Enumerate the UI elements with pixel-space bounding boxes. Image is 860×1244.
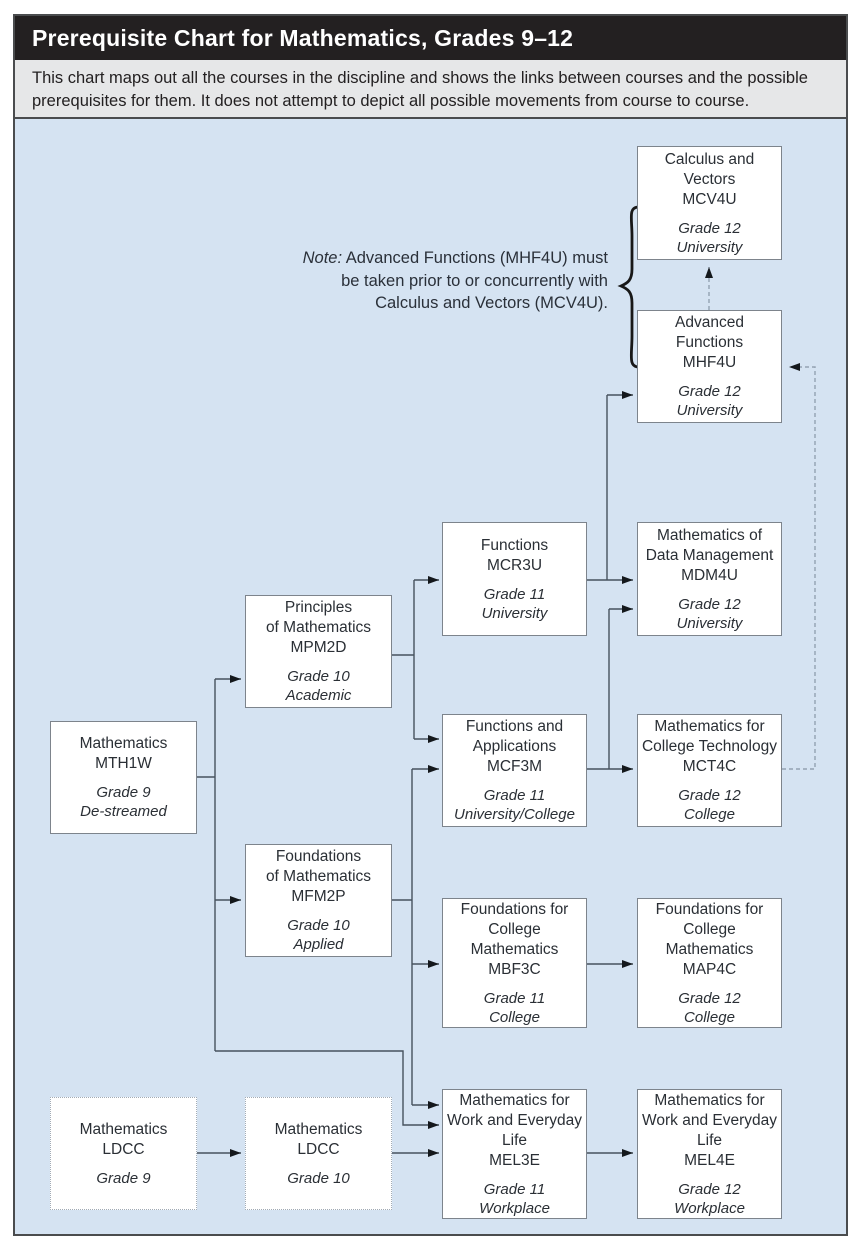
course-name: Mathematics [274,1120,363,1138]
course-box-mdm4u: Mathematics of Data Management MDM4U Gra… [637,522,782,636]
course-code: MAP4C [682,960,737,978]
prerequisite-chart-area: Note: Advanced Functions (MHF4U) must be… [15,119,846,1234]
course-box-ldcc-grade9: Mathematics LDCC Grade 9 [50,1097,197,1210]
course-box-mfm2p: Foundations of Mathematics MFM2P Grade 1… [245,844,392,957]
course-box-map4c: Foundations for College Mathematics MAP4… [637,898,782,1028]
course-box-mth1w: Mathematics MTH1W Grade 9 De-streamed [50,721,197,834]
note-line-3: Calculus and Vectors (MCV4U). [375,294,608,312]
course-box-mel3e: Mathematics for Work and Everyday Life M… [442,1089,587,1219]
course-code: MCR3U [486,556,543,574]
course-level: University [676,238,743,256]
chart-description: This chart maps out all the courses in t… [15,60,846,119]
course-level: University [676,614,743,632]
course-box-mbf3c: Foundations for College Mathematics MBF3… [442,898,587,1028]
course-grade: Grade 10 [287,917,350,934]
course-code: MBF3C [488,960,541,978]
course-box-mel4e: Mathematics for Work and Everyday Life M… [637,1089,782,1219]
course-code: LDCC [297,1140,340,1158]
note-brace [617,205,641,369]
course-name: Mathematics for Work and Everyday Life [642,1091,777,1149]
note-text: Note: Advanced Functions (MHF4U) must be… [268,247,608,315]
course-name: Mathematics of Data Management [645,526,774,564]
course-level: College [684,1008,735,1026]
course-box-mcf3m: Functions and Applications MCF3M Grade 1… [442,714,587,827]
course-level: Workplace [674,1199,745,1217]
connector-lines [197,205,816,1157]
page-title: Prerequisite Chart for Mathematics, Grad… [15,16,846,60]
course-level: College [684,806,735,823]
course-box-mct4c: Mathematics for College Technology MCT4C… [637,714,782,827]
course-level: Academic [285,687,352,704]
course-code: MCV4U [682,190,737,208]
course-name: Calculus and Vectors [664,150,755,188]
course-grade: Grade 9 [96,1169,151,1187]
course-name: Functions [480,536,549,554]
course-grade: Grade 11 [483,1180,546,1198]
course-grade: Grade 11 [483,787,546,804]
course-name: Principles of Mathematics [265,599,372,636]
dashed-arrow-mct4c-to-mhf4u [782,363,816,770]
course-name: Mathematics [79,1120,168,1138]
course-code: MDM4U [681,566,738,584]
connector-trunks [197,395,610,1105]
connector-arrows [197,391,633,1157]
course-box-mhf4u: Advanced Functions MHF4U Grade 12 Univers… [637,310,782,423]
course-code: MPM2D [290,639,347,656]
course-grade: Grade 11 [483,989,546,1007]
note-line-1: Note: Advanced Functions (MHF4U) must [302,249,608,267]
course-grade: Grade 10 [287,668,350,685]
course-level: Applied [293,936,344,953]
chart-frame: Prerequisite Chart for Mathematics, Grad… [13,14,848,1236]
course-grade: Grade 12 [678,787,741,804]
course-name: Mathematics for Work and Everyday Life [447,1091,582,1149]
course-name: Foundations for College Mathematics [655,900,764,958]
course-name: Mathematics for College Technology [641,718,777,755]
course-code: MFM2P [291,888,346,905]
course-code: MTH1W [95,755,152,772]
dashed-connectors [705,267,816,770]
course-grade: Grade 12 [678,383,741,400]
course-name: Mathematics [79,735,168,752]
course-level: Workplace [479,1199,550,1217]
course-level: De-streamed [80,803,167,820]
course-code: MEL4E [684,1151,735,1169]
course-name: Functions and Applications [465,718,564,755]
course-grade: Grade 9 [96,784,151,801]
course-grade: Grade 12 [678,219,741,237]
course-level: University [481,604,548,622]
note-prefix: Note: [302,249,343,267]
course-grade: Grade 12 [678,1180,741,1198]
course-grade: Grade 11 [483,585,546,603]
course-box-mpm2d: Principles of Mathematics MPM2D Grade 10… [245,595,392,708]
course-code: MCT4C [682,758,737,775]
course-level: College [489,1008,540,1026]
course-box-ldcc-grade10: Mathematics LDCC Grade 10 [245,1097,392,1210]
course-grade: Grade 12 [678,989,741,1007]
note-line-2: be taken prior to or concurrently with [341,271,608,290]
course-name: Advanced Functions [675,314,744,351]
course-code: MCF3M [486,758,543,775]
course-grade: Grade 12 [678,595,741,613]
course-code: MHF4U [682,354,737,371]
course-grade: Grade 10 [287,1169,350,1187]
course-level: University/College [454,806,575,823]
course-level: University [676,402,743,419]
course-name: Foundations of Mathematics [265,848,372,885]
course-code: LDCC [102,1140,145,1158]
course-code: MEL3E [489,1151,540,1169]
course-name: Foundations for College Mathematics [460,900,569,958]
